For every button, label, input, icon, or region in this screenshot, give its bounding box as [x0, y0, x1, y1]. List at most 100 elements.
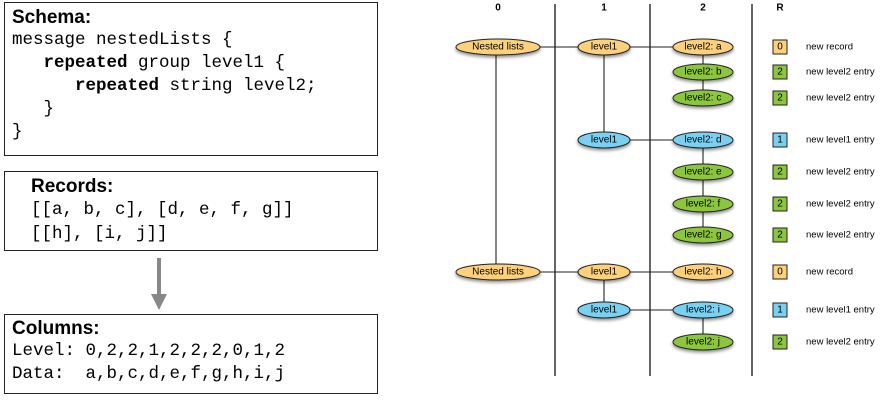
- repetition-level: 2 new level2 entry: [772, 64, 875, 80]
- repetition-level-box: [772, 302, 788, 318]
- repetition-level: 0 new record: [772, 39, 853, 55]
- schema-line: message nestedLists {: [12, 30, 233, 50]
- level2-node: level2: i: [672, 301, 734, 319]
- repetition-level: 1 new level1 entry: [772, 132, 875, 148]
- repetition-level-value: 2: [777, 67, 783, 78]
- root-node: Nested lists: [455, 38, 541, 56]
- repetition-description: new level1 entry: [806, 135, 875, 146]
- repetition-level: 0 new record: [772, 264, 853, 280]
- level2-node-label: level2: a: [684, 42, 722, 53]
- repetition-level-box: [772, 90, 788, 106]
- repetition-level-box: [772, 264, 788, 280]
- level2-node: level2: h: [672, 263, 734, 281]
- repetition-description: new level2 entry: [806, 67, 875, 78]
- repetition-level-box: [772, 132, 788, 148]
- level1-node: level1: [577, 131, 631, 149]
- level2-node-label: level2: d: [684, 135, 721, 146]
- schema-box: Schema: message nestedLists { repeated g…: [4, 2, 378, 156]
- schema-line: }: [43, 99, 55, 119]
- level1-node-label: level1: [591, 135, 618, 146]
- repetition-level: 2 new level2 entry: [772, 164, 875, 180]
- repetition-level-value: 2: [777, 199, 783, 210]
- level2-node-label: level2: b: [684, 67, 722, 78]
- columns-title: Columns:: [12, 318, 100, 339]
- root-node: Nested lists: [455, 263, 541, 281]
- schema-line: }: [12, 122, 23, 142]
- level2-node-label: level2: g: [684, 230, 721, 241]
- repetition-level-box: [772, 64, 788, 80]
- root-node-shape: [455, 38, 541, 56]
- repetition-description: new level2 entry: [806, 230, 875, 241]
- level1-node: level1: [577, 263, 631, 281]
- level2-node: level2: b: [672, 63, 734, 81]
- level1-node-label: level1: [591, 42, 618, 53]
- repetition-level-value: 2: [777, 337, 783, 348]
- repetition-level: 2 new level2 entry: [772, 90, 875, 106]
- level2-node: level2: j: [672, 333, 734, 351]
- root-node-label: Nested lists: [472, 42, 524, 53]
- repetition-level-value: 1: [777, 305, 783, 316]
- level2-node-shape: [672, 163, 734, 181]
- level2-node-shape: [672, 263, 734, 281]
- level1-node: level1: [577, 301, 631, 319]
- repetition-description: new level1 entry: [806, 305, 875, 316]
- repetition-level: 2 new level2 entry: [772, 196, 875, 212]
- level2-node: level2: f: [672, 195, 734, 213]
- level2-node-label: level2: h: [684, 267, 721, 278]
- column-header: 0: [495, 3, 501, 14]
- records-box: Records: [[a, b, c], [d, e, f, g]] [[h],…: [4, 171, 378, 251]
- down-arrow-icon: [151, 258, 167, 310]
- level2-node-label: level2: i: [686, 305, 720, 316]
- level2-node: level2: c: [672, 89, 734, 107]
- level2-node: level2: d: [672, 131, 734, 149]
- repetition-description: new record: [806, 267, 853, 278]
- repetition-level: 2 new level2 entry: [772, 334, 875, 350]
- repetition-description: new record: [806, 42, 853, 53]
- repetition-level: 2 new level2 entry: [772, 227, 875, 243]
- repetition-description: new level2 entry: [806, 93, 875, 104]
- schema-code: message nestedLists { repeated group lev…: [12, 29, 370, 144]
- repetition-level-value: 2: [777, 230, 783, 241]
- repetition-level-value: 2: [777, 93, 783, 104]
- schema-title: Schema:: [12, 7, 92, 28]
- level2-node-shape: [672, 195, 734, 213]
- repetition-description: new level2 entry: [806, 167, 875, 178]
- repetition-level-value: 1: [777, 135, 783, 146]
- level2-node-label: level2: e: [684, 167, 722, 178]
- data-line: Data: a,b,c,d,e,f,g,h,i,j: [12, 364, 286, 384]
- record-line: [[a, b, c], [d, e, f, g]]: [31, 200, 294, 220]
- level1-node-label: level1: [591, 267, 618, 278]
- level2-node-shape: [672, 63, 734, 81]
- level2-node-shape: [672, 333, 734, 351]
- level1-node-label: level1: [591, 305, 618, 316]
- level2-node-shape: [672, 301, 734, 319]
- repetition-level-box: [772, 196, 788, 212]
- repetition-level-box: [772, 164, 788, 180]
- level1-node-shape: [577, 38, 631, 56]
- records-title: Records:: [31, 176, 114, 197]
- level1-node-shape: [577, 131, 631, 149]
- repetition-description: new level2 entry: [806, 199, 875, 210]
- level2-node-shape: [672, 131, 734, 149]
- repetition-description: new level2 entry: [806, 337, 875, 348]
- repetition-level-box: [772, 39, 788, 55]
- level2-node-shape: [672, 89, 734, 107]
- level2-node-label: level2: c: [685, 93, 722, 104]
- repetition-level-value: 0: [777, 42, 783, 53]
- repetition-level-box: [772, 227, 788, 243]
- level2-node: level2: g: [672, 226, 734, 244]
- root-node-shape: [455, 263, 541, 281]
- repetition-level-value: 0: [777, 267, 783, 278]
- column-header: 2: [700, 3, 706, 14]
- repetition-level-value: 2: [777, 167, 783, 178]
- record-line: [[h], [i, j]]: [31, 224, 168, 244]
- repetition-level: 1 new level1 entry: [772, 302, 875, 318]
- level2-node-shape: [672, 38, 734, 56]
- level-line: Level: 0,2,2,1,2,2,2,0,1,2: [12, 341, 286, 361]
- schema-line: repeated group level1 {: [43, 53, 286, 73]
- level2-node: level2: e: [672, 163, 734, 181]
- schema-line: repeated string level2;: [75, 76, 317, 96]
- level2-node-label: level2: f: [686, 199, 721, 210]
- level2-node: level2: a: [672, 38, 734, 56]
